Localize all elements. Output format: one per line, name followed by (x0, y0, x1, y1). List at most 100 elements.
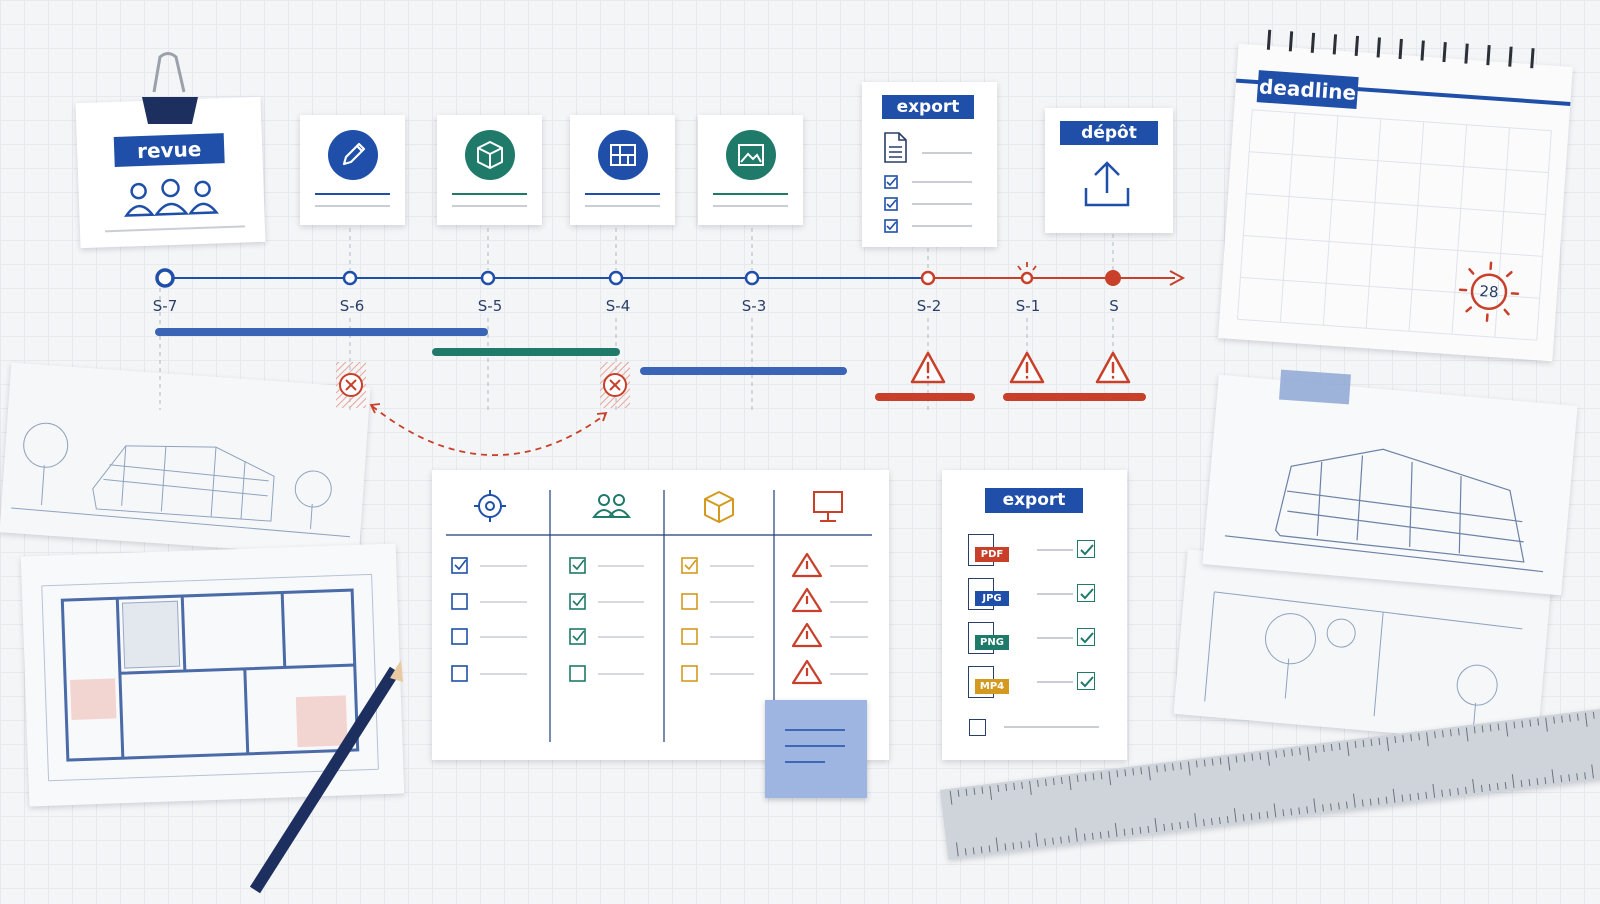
binder-clip-icon (142, 52, 198, 124)
ruler-tick-marks (949, 708, 1600, 857)
floorplan-badge (598, 130, 648, 180)
spark-icon (1017, 262, 1037, 271)
card-line (585, 193, 660, 195)
arrow-icon (1169, 270, 1186, 286)
pencil-badge (328, 130, 378, 180)
card-line (713, 205, 788, 207)
export-panel-title: export (985, 488, 1083, 513)
spiral-binding-icon (1266, 29, 1535, 69)
timeline-node (342, 270, 358, 286)
timeline-tick-label: S-7 (152, 297, 178, 315)
arrow-icon (369, 403, 381, 414)
ruler-ticks-icon (949, 708, 1600, 857)
card-line (1037, 637, 1073, 639)
stage-card-model (437, 115, 542, 225)
cube-icon (477, 141, 503, 169)
floorplan-sheet (20, 543, 405, 807)
deadline-calendar: deadline 28 (1218, 29, 1573, 362)
timeline-node (744, 270, 760, 286)
people-icon (124, 178, 219, 217)
card-line (1037, 549, 1073, 551)
blocked-marker (336, 362, 366, 408)
stage-card-render (698, 115, 803, 225)
deadline-tag: deadline (1256, 70, 1359, 110)
document-icon (884, 132, 907, 163)
cube-icon (704, 491, 734, 523)
timeline-node (920, 270, 936, 286)
timeline-tick-label: S-3 (741, 297, 767, 315)
ruler (940, 704, 1600, 860)
format-badge: JPG (975, 591, 1009, 606)
dependency-arc (371, 405, 607, 456)
stage-card-plans (570, 115, 675, 225)
check-icon (1080, 588, 1094, 600)
phase-bar (1003, 393, 1146, 401)
target-icon (474, 490, 506, 522)
timeline (155, 228, 1186, 456)
stage-card-design (300, 115, 405, 225)
card-line (452, 205, 527, 207)
card-line (315, 205, 390, 207)
card-line (1004, 726, 1099, 728)
phase-bar (432, 348, 620, 356)
blocked-marker (600, 362, 630, 408)
check-icon (1080, 544, 1094, 556)
sticky-note (765, 700, 867, 798)
card-line (1037, 593, 1073, 595)
timeline-node (480, 270, 496, 286)
matrix-grid (446, 490, 872, 742)
checklist-icon (884, 175, 972, 233)
format-checkbox[interactable] (1077, 540, 1095, 558)
tape-strip (1279, 369, 1351, 405)
building-sketch-icon (11, 422, 351, 538)
card-line (713, 193, 788, 195)
perspective-sketch-right-top (1202, 374, 1578, 596)
check-icon (1080, 676, 1094, 688)
card-line (922, 152, 972, 154)
building-sketch-icon (1224, 448, 1544, 573)
binder-clip (140, 52, 200, 131)
card-line (585, 205, 660, 207)
floorplan-icon (610, 144, 636, 166)
monitor-icon (813, 491, 843, 522)
format-badge: MP4 (975, 679, 1009, 694)
format-checkbox[interactable] (1077, 584, 1095, 602)
image-badge (726, 130, 776, 180)
arrow-icon (596, 411, 608, 422)
review-card: revue (75, 96, 266, 249)
timeline-tick-label: S (1109, 297, 1119, 315)
card-line (452, 193, 527, 195)
empty-checkbox[interactable] (969, 719, 986, 736)
format-checkbox[interactable] (1077, 672, 1095, 690)
export-card: export (862, 82, 997, 247)
phase-bar (640, 367, 847, 375)
timeline-node-final (1105, 270, 1121, 286)
pencil (245, 660, 415, 904)
sun-burst-icon (1458, 261, 1520, 322)
note-lines-icon (785, 729, 845, 763)
timeline-node (155, 268, 175, 288)
format-checkbox[interactable] (1077, 628, 1095, 646)
card-line (1037, 681, 1073, 683)
timeline-tick-label: S-5 (477, 297, 503, 315)
check-icon (1080, 632, 1094, 644)
depot-card: dépôt (1045, 108, 1173, 233)
people-icon (592, 494, 631, 518)
timeline-tick-label: S-1 (1015, 297, 1041, 315)
checklist-matrix (432, 470, 889, 760)
format-badge: PNG (975, 635, 1009, 650)
depot-tag: dépôt (1060, 121, 1158, 145)
card-line (315, 193, 390, 195)
timeline-node (1020, 271, 1034, 285)
timeline-tick-label: S-4 (605, 297, 631, 315)
timeline-tick-label: S-2 (916, 297, 942, 315)
floorplan-drawing-icon (41, 573, 379, 782)
calendar-grid (1236, 109, 1552, 341)
deadline-marker: 28 (1451, 254, 1526, 333)
phase-bar (155, 328, 488, 336)
phase-bar (875, 393, 975, 401)
cube-badge (465, 130, 515, 180)
upload-icon (1084, 161, 1130, 207)
export-tag: export (882, 95, 974, 119)
